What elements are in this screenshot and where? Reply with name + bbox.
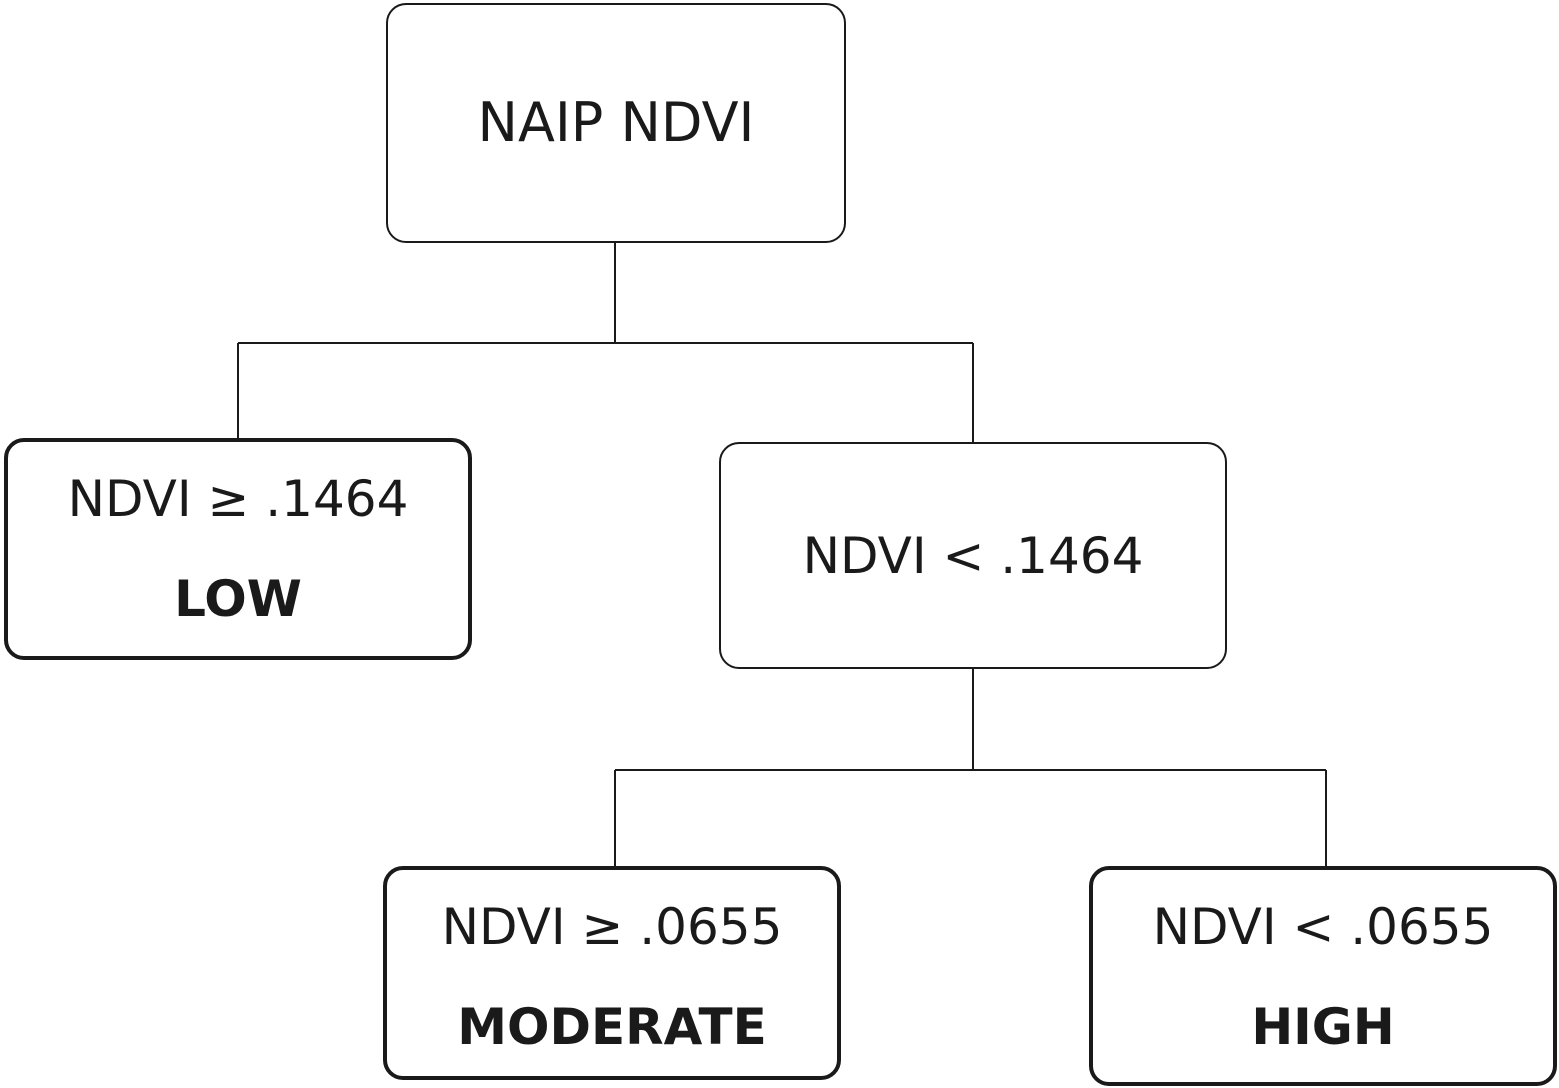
leaf-node-low: NDVI ≥ .1464 LOW — [4, 438, 472, 660]
leaf-high-condition: NDVI < .0655 — [1152, 898, 1494, 956]
leaf-moderate-condition: NDVI ≥ .0655 — [441, 898, 783, 956]
root-label: NAIP NDVI — [477, 91, 755, 154]
split-condition: NDVI < .1464 — [802, 526, 1144, 585]
split-node: NDVI < .1464 — [719, 442, 1227, 669]
leaf-low-condition: NDVI ≥ .1464 — [67, 470, 409, 528]
leaf-node-moderate: NDVI ≥ .0655 MODERATE — [383, 866, 841, 1080]
root-node: NAIP NDVI — [386, 3, 846, 243]
leaf-high-class: HIGH — [1251, 998, 1395, 1056]
leaf-low-class: LOW — [174, 570, 302, 628]
leaf-moderate-class: MODERATE — [457, 998, 767, 1056]
leaf-node-high: NDVI < .0655 HIGH — [1089, 866, 1557, 1086]
